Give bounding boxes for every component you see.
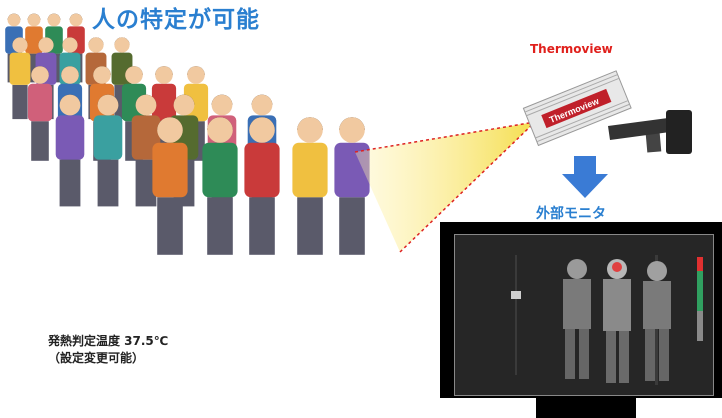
crowd-person (27, 66, 53, 161)
monitor-stand (536, 398, 636, 418)
crowd-person (244, 117, 280, 255)
monitor-label: 外部モニタ (536, 206, 606, 222)
crowd-person (55, 94, 85, 207)
temperature-configurable: （設定変更可能） (48, 351, 145, 365)
headline: 人の特定が可能 (92, 7, 260, 33)
crowd-person (9, 37, 31, 120)
crowd-person (152, 117, 188, 255)
crowd-illustration (5, 13, 370, 255)
thermal-camera-icon: Thermoview (522, 70, 692, 154)
camera-beam (354, 121, 536, 253)
brand-label: Thermoview (530, 42, 613, 56)
thermal-image (454, 234, 714, 396)
monitor-icon (440, 222, 722, 398)
crowd-person (292, 117, 328, 255)
down-arrow-icon (562, 156, 608, 198)
temperature-note: 発熱判定温度 37.5℃ （設定変更可能） (48, 333, 168, 367)
temperature-threshold: 発熱判定温度 37.5℃ (48, 334, 169, 348)
crowd-person (93, 94, 123, 207)
crowd-person (202, 117, 238, 255)
